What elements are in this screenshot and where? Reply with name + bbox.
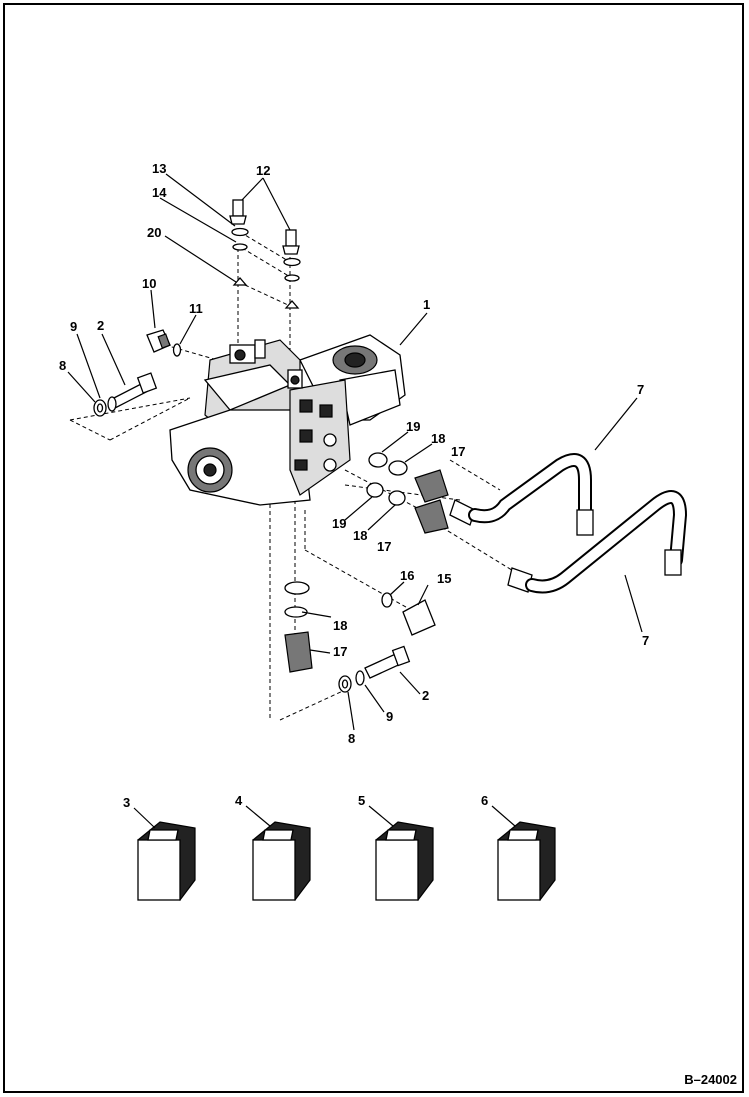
callout-10: 10 <box>142 276 156 291</box>
left-fittings <box>93 329 182 417</box>
figure-id: B–24002 <box>684 1072 737 1087</box>
callout-2: 2 <box>422 688 429 703</box>
callout-9: 9 <box>386 709 393 724</box>
callout-numbers: 1 2 2 3 4 5 6 7 7 8 8 9 9 10 11 12 13 14… <box>59 161 649 810</box>
callout-2: 2 <box>97 318 104 333</box>
right-fittings <box>366 452 449 534</box>
callout-8: 8 <box>59 358 66 373</box>
callout-11: 11 <box>189 301 203 316</box>
top-fittings <box>229 199 301 309</box>
callout-14: 14 <box>152 185 167 200</box>
lower-fittings <box>284 581 436 693</box>
callout-7: 7 <box>637 382 644 397</box>
callout-8: 8 <box>348 731 355 746</box>
callout-7: 7 <box>642 633 649 648</box>
callout-13: 13 <box>152 161 166 176</box>
callout-12: 12 <box>256 163 270 178</box>
hydraulic-pump <box>169 334 406 506</box>
box-6 <box>497 821 556 902</box>
callout-18: 18 <box>353 528 367 543</box>
callout-18: 18 <box>431 431 445 446</box>
leader-lines <box>67 173 643 829</box>
callout-15: 15 <box>437 571 451 586</box>
box-5 <box>375 821 434 902</box>
box-3 <box>137 821 196 902</box>
callout-19: 19 <box>406 419 420 434</box>
callout-17: 17 <box>333 644 347 659</box>
callout-6: 6 <box>481 793 488 808</box>
callout-19: 19 <box>332 516 346 531</box>
boxes <box>137 821 556 902</box>
callout-20: 20 <box>147 225 161 240</box>
callout-16: 16 <box>400 568 414 583</box>
assembly-lines <box>69 231 521 721</box>
callout-4: 4 <box>235 793 243 808</box>
callout-5: 5 <box>358 793 365 808</box>
callout-1: 1 <box>423 297 430 312</box>
box-4 <box>252 821 311 902</box>
callout-17: 17 <box>377 539 391 554</box>
callout-17: 17 <box>451 444 465 459</box>
hoses <box>449 453 688 594</box>
callout-18: 18 <box>333 618 347 633</box>
callout-9: 9 <box>70 319 77 334</box>
callout-3: 3 <box>123 795 130 810</box>
drawing-border <box>3 3 744 1093</box>
